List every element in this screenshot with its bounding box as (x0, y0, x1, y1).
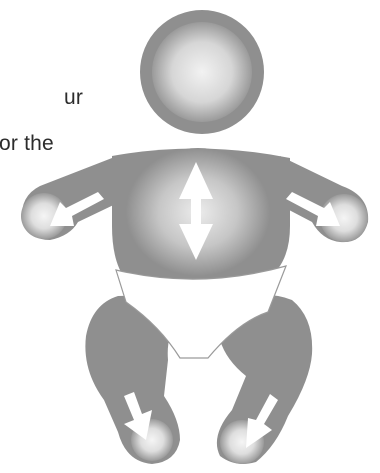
baby-head (140, 10, 264, 134)
baby-left-arm (21, 158, 124, 240)
